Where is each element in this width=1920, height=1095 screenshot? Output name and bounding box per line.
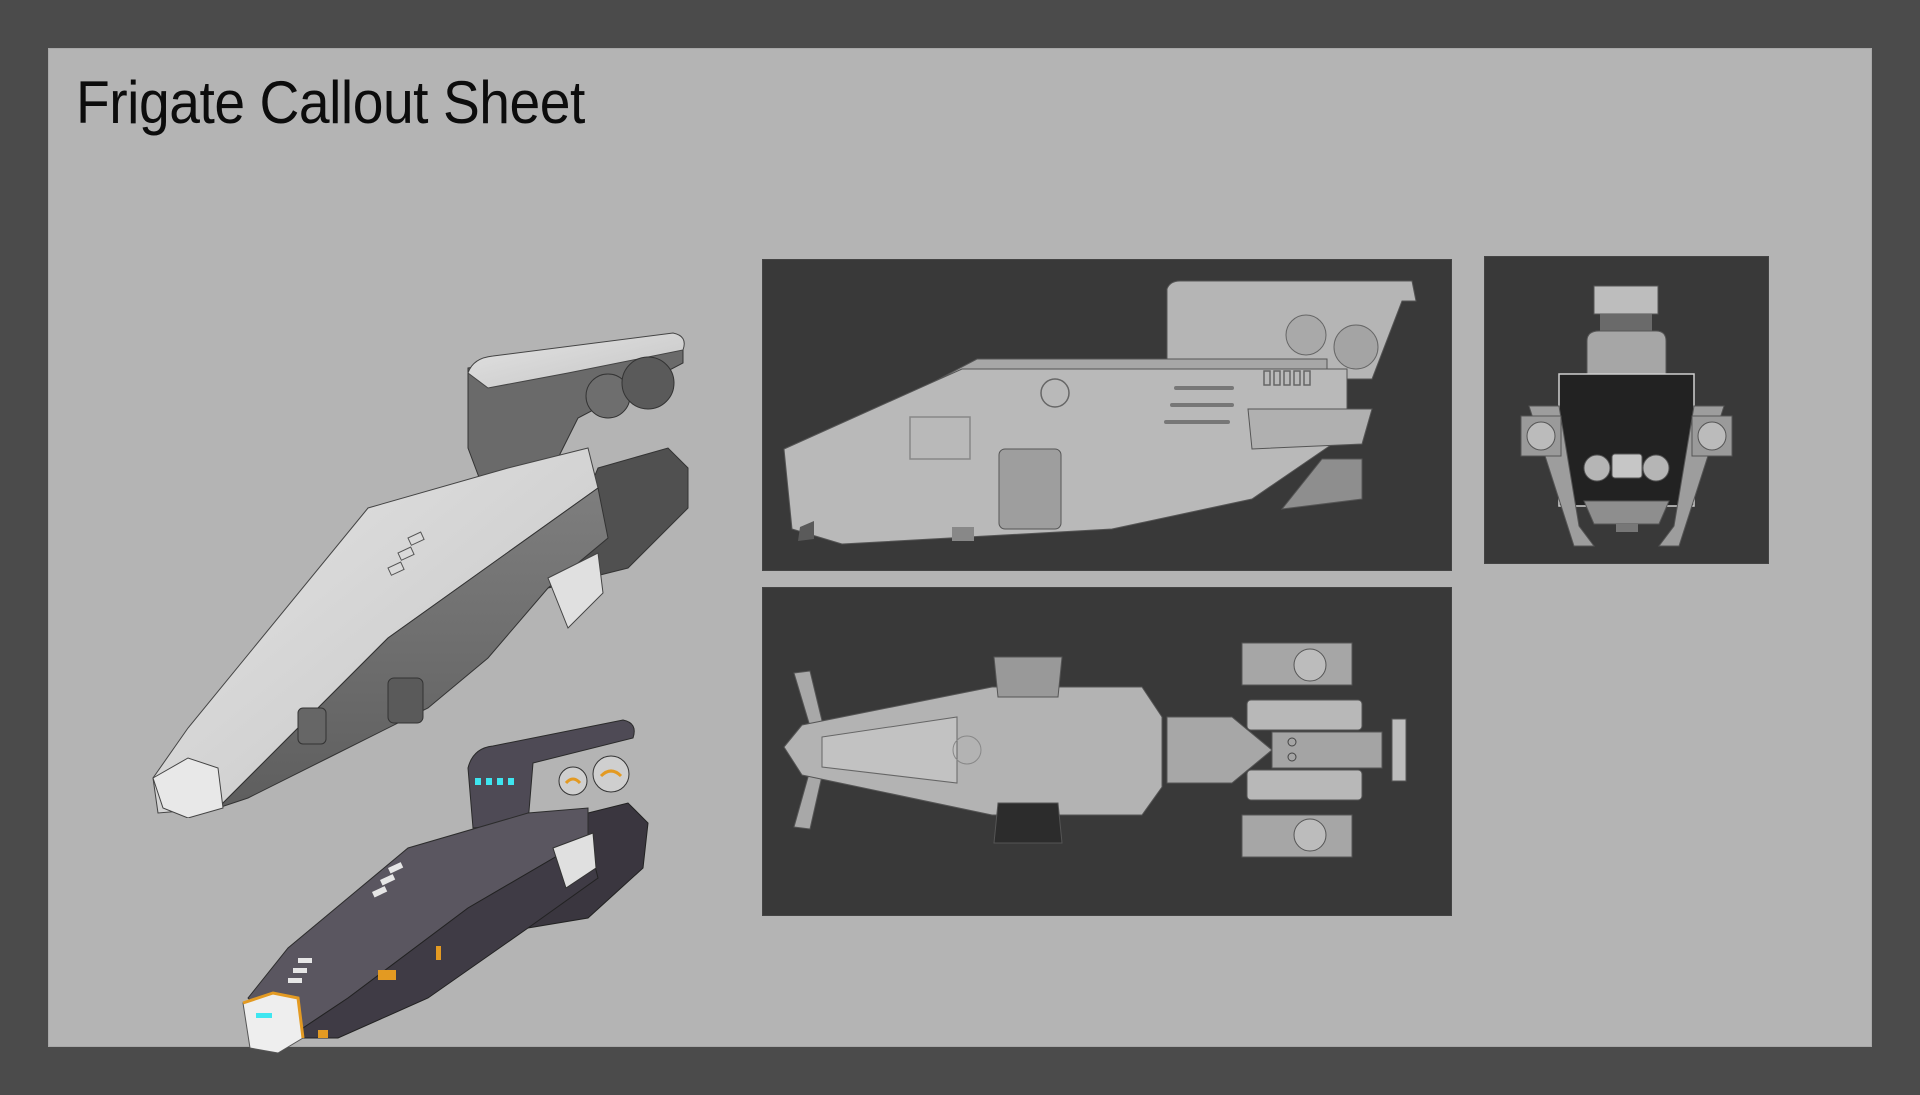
front-view-viewport: Front orthographic view <box>1484 256 1769 564</box>
side-view-viewport: Side orthographic view <box>762 259 1452 571</box>
perspective-render-clay <box>128 328 708 818</box>
top-view-viewport: Top orthographic view <box>762 587 1452 916</box>
perspective-render-painted <box>228 708 698 1068</box>
ship-top-view <box>783 642 1407 858</box>
ship-clay-illustration <box>152 332 689 818</box>
ship-painted-illustration <box>242 719 649 1054</box>
ship-side-view <box>783 280 1417 545</box>
page-title: Frigate Callout Sheet <box>76 69 585 136</box>
callout-sheet: Frigate Callout Sheet <box>48 48 1872 1054</box>
ship-front-view <box>1520 285 1733 547</box>
